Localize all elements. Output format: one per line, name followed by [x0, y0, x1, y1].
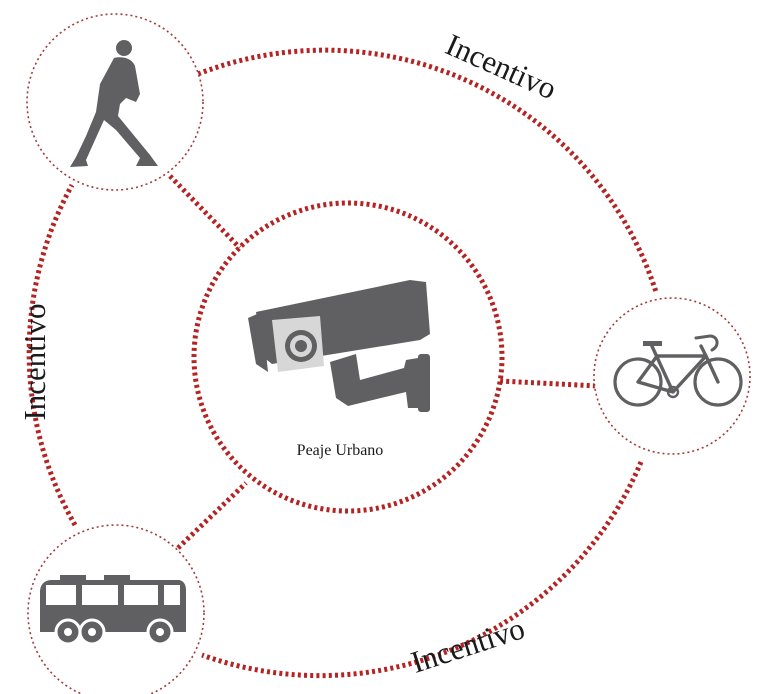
incentive-label-top: Incentivo — [441, 27, 562, 107]
arc-bus-pedestrian — [26, 183, 78, 527]
security-camera-icon — [248, 280, 430, 412]
bus-icon — [40, 575, 186, 646]
connector-pedestrian-center — [168, 174, 242, 250]
incentive-label-left: Incentivo — [17, 303, 52, 420]
incentive-arcs — [26, 47, 659, 679]
center-label: Peaje Urbano — [297, 442, 384, 459]
connector-bicycle-center — [499, 378, 599, 389]
connector-bus-center — [176, 481, 248, 550]
walking-person-icon — [70, 40, 158, 167]
incentive-label-bottom: Incentivo — [407, 610, 529, 679]
bicycle-icon — [613, 334, 743, 407]
connector-lines — [168, 174, 599, 550]
